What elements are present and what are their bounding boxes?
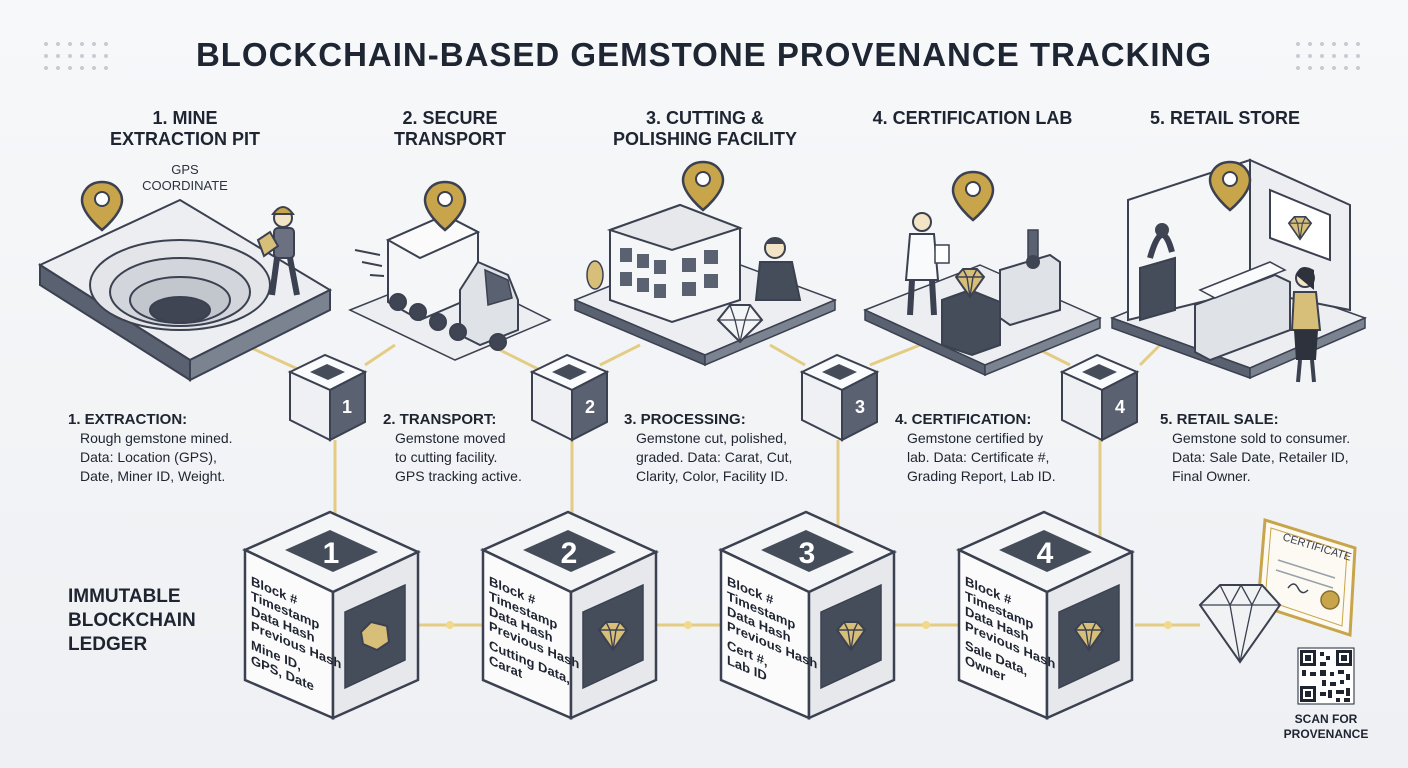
stage-title-1: 1. MINE EXTRACTION PIT — [95, 108, 275, 150]
small-block-3-number: 3 — [855, 397, 865, 417]
stage-title-3-line-2: POLISHING FACILITY — [612, 129, 797, 149]
connector-5 — [769, 343, 806, 367]
certificate-icon: CERTIFICATE — [1256, 518, 1357, 638]
diamond-icon — [716, 304, 764, 344]
dot-pattern-left — [40, 38, 110, 78]
page-title: BLOCKCHAIN-BASED GEMSTONE PROVENANCE TRA… — [195, 36, 1213, 73]
event-1-line: Rough gemstone mined. — [80, 430, 233, 446]
connector-8 — [1138, 343, 1162, 367]
event-description-4: 4. CERTIFICATION: Gemstone certified by … — [895, 410, 1085, 486]
store-illustration — [1109, 158, 1368, 383]
event-2-heading: 2. TRANSPORT: — [383, 411, 497, 428]
event-3-line: Clarity, Color, Facility ID. — [636, 468, 789, 484]
lab-illustration — [863, 170, 1102, 377]
ledger-label: IMMUTABLE BLOCKCHAIN LEDGER — [68, 585, 238, 657]
stage-title-5: 5. RETAIL STORE — [1130, 108, 1320, 129]
scan-label: SCAN FOR PROVENANCE — [1280, 712, 1372, 742]
mine-pit-illustration — [37, 180, 333, 382]
scientist-icon — [904, 212, 950, 316]
ledger-label-line: IMMUTABLE — [68, 586, 181, 607]
event-2-line: Gemstone moved — [395, 430, 506, 446]
event-description-2: 2. TRANSPORT: Gemstone moved to cutting … — [383, 410, 558, 486]
stage-title-1-line-2: EXTRACTION PIT — [109, 129, 260, 149]
event-5-line: Final Owner. — [1172, 468, 1251, 484]
ledger-block-2: 2 Block # Timestamp Data Hash Previous H… — [480, 510, 659, 720]
ledger-block-3-number: 3 — [799, 537, 816, 570]
event-description-3: 3. PROCESSING: Gemstone cut, polished, g… — [624, 410, 824, 486]
stage-title-2: 2. SECURE TRANSPORT — [365, 108, 535, 150]
connector-4 — [599, 343, 641, 367]
event-3-heading: 3. PROCESSING: — [624, 411, 746, 428]
event-description-1: 1. EXTRACTION: Rough gemstone mined. Dat… — [68, 410, 288, 486]
stage-title-4-line-1: 4. CERTIFICATION LAB — [872, 108, 1073, 128]
event-5-line: Gemstone sold to consumer. — [1172, 430, 1351, 446]
ledger-block-2-number: 2 — [561, 537, 578, 570]
ledger-label-line: LEDGER — [68, 634, 148, 655]
small-block-4: 4 — [1059, 353, 1140, 442]
event-4-heading: 4. CERTIFICATION: — [895, 411, 1032, 428]
event-1-heading: 1. EXTRACTION: — [68, 411, 188, 428]
small-block-4-number: 4 — [1115, 397, 1125, 417]
event-3-line: Gemstone cut, polished, — [636, 430, 787, 446]
stage-title-3-line-1: 3. CUTTING & — [645, 108, 764, 128]
event-4-line: lab. Data: Certificate #, — [907, 449, 1050, 465]
connector-6 — [869, 343, 921, 367]
stage-title-2-line-1: 2. SECURE — [402, 108, 498, 128]
qr-code-icon — [1297, 647, 1355, 705]
scan-label-line: PROVENANCE — [1283, 727, 1369, 741]
stage-title-3: 3. CUTTING & POLISHING FACILITY — [595, 108, 815, 150]
event-4-line: Grading Report, Lab ID. — [907, 468, 1056, 484]
factory-illustration — [573, 160, 838, 367]
miner-icon — [256, 206, 300, 296]
ledger-block-4-number: 4 — [1037, 537, 1054, 570]
ledger-block-1: 1 Block # Timestamp Data Hash Previous H… — [242, 510, 421, 720]
event-description-5: 5. RETAIL SALE: Gemstone sold to consume… — [1160, 410, 1375, 486]
connector-1 — [244, 343, 301, 372]
stage-title-2-line-2: TRANSPORT — [394, 129, 506, 149]
ledger-label-line: BLOCKCHAIN — [68, 610, 196, 631]
event-4-line: Gemstone certified by — [907, 430, 1044, 446]
small-block-2-number: 2 — [585, 397, 595, 417]
diamond-icon — [1198, 584, 1282, 664]
customer-icon — [1290, 266, 1322, 383]
small-block-1: 1 — [287, 353, 368, 442]
rough-gem-icon — [359, 620, 391, 652]
stage-title-5-line-1: 5. RETAIL STORE — [1149, 108, 1301, 128]
ledger-block-4: 4 Block # Timestamp Data Hash Previous H… — [956, 510, 1135, 720]
ledger-block-1-number: 1 — [323, 537, 340, 570]
small-block-1-number: 1 — [342, 397, 352, 417]
small-block-2: 2 — [529, 353, 610, 442]
event-5-line: Data: Sale Date, Retailer ID, — [1172, 449, 1349, 465]
event-3-line: graded. Data: Carat, Cut, — [636, 449, 793, 465]
event-5-heading: 5. RETAIL SALE: — [1160, 411, 1279, 428]
truck-illustration — [348, 180, 552, 361]
scan-label-line: SCAN FOR — [1294, 712, 1358, 726]
event-1-line: Data: Location (GPS), — [80, 449, 217, 465]
connector-2 — [364, 343, 396, 367]
event-2-line: GPS tracking active. — [395, 468, 522, 484]
small-block-3: 3 — [799, 353, 880, 442]
event-2-line: to cutting facility. — [395, 449, 498, 465]
ledger-block-3: 3 Block # Timestamp Data Hash Previous H… — [718, 510, 897, 720]
event-1-line: Date, Miner ID, Weight. — [80, 468, 226, 484]
worker-icon — [754, 237, 802, 301]
stage-title-1-line-1: 1. MINE — [152, 108, 218, 128]
dot-pattern-right — [1292, 38, 1362, 78]
stage-title-4: 4. CERTIFICATION LAB — [860, 108, 1085, 129]
